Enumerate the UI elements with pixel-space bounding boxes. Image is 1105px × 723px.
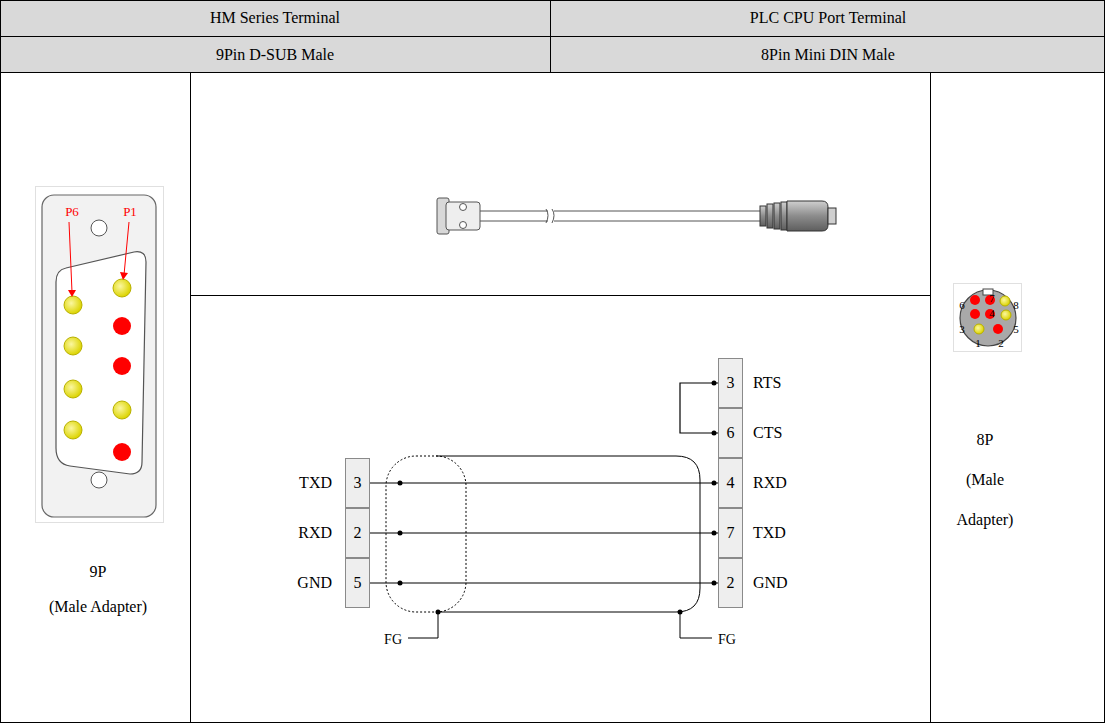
pin-box: 4: [718, 458, 743, 508]
signal-name: GND: [297, 574, 332, 592]
wire-dots: [398, 381, 717, 615]
table-rule: [190, 73, 191, 723]
pin-number: 7: [989, 292, 995, 304]
signal-name: RXD: [753, 474, 787, 492]
pin-box: 6: [718, 408, 743, 458]
pin-box: 5: [345, 558, 370, 608]
signal-name: RTS: [753, 374, 781, 392]
connector-note: (Male Adapter): [49, 598, 147, 616]
pin-number: 3: [959, 323, 965, 335]
pin-number: 8: [1013, 299, 1019, 311]
table-rule: [550, 0, 551, 73]
table-rule: [190, 295, 930, 296]
signal-name: TXD: [753, 524, 786, 542]
table-frame: [1, 73, 1105, 723]
pin-callout: P6: [65, 205, 79, 219]
pin-number: 2: [727, 574, 735, 592]
pin-box: 2: [718, 558, 743, 608]
column-heading: PLC CPU Port Terminal: [750, 9, 906, 27]
pin-box: 7: [718, 508, 743, 558]
pin-number: 6: [959, 299, 965, 311]
pin-callout: P1: [123, 205, 137, 219]
pin-number: 4: [727, 474, 735, 492]
connector-name: 9P: [90, 563, 107, 581]
pin-number: 2: [354, 524, 362, 542]
signal-name: TXD: [299, 474, 332, 492]
pin-number: 3: [354, 474, 362, 492]
pin-number: 7: [727, 524, 735, 542]
cable-picture: [437, 198, 836, 234]
pin-number: 3: [727, 374, 735, 392]
wire: [680, 383, 718, 433]
connector-name: 8P: [977, 431, 994, 449]
header-row: [1, 1, 1105, 37]
ground-label: FG: [384, 632, 402, 647]
wire: [370, 482, 718, 483]
pin-number: 5: [354, 574, 362, 592]
wire: [370, 582, 718, 583]
mini-din-face: [954, 284, 1022, 352]
connector-type: 8Pin Mini DIN Male: [761, 46, 895, 64]
db9-face: [36, 187, 164, 523]
pin-box: 3: [345, 458, 370, 508]
pin-box: 2: [345, 508, 370, 558]
connector-note: (Male Adapter): [950, 460, 1020, 540]
pin-number: 2: [998, 337, 1004, 349]
pin-number: 1: [975, 337, 981, 349]
column-heading: HM Series Terminal: [210, 9, 340, 27]
header-row: [1, 37, 1105, 73]
table-rule: [930, 73, 931, 723]
pin-number: 5: [1013, 323, 1019, 335]
signal-name: CTS: [753, 424, 782, 442]
signal-name: RXD: [298, 524, 332, 542]
pin-box: 3: [718, 358, 743, 408]
pin-number: 6: [727, 424, 735, 442]
wire: [370, 532, 718, 533]
signal-name: GND: [753, 574, 788, 592]
connector-type: 9Pin D-SUB Male: [216, 46, 334, 64]
ground-label: FG: [718, 632, 736, 647]
pin-number: 4: [989, 307, 995, 319]
